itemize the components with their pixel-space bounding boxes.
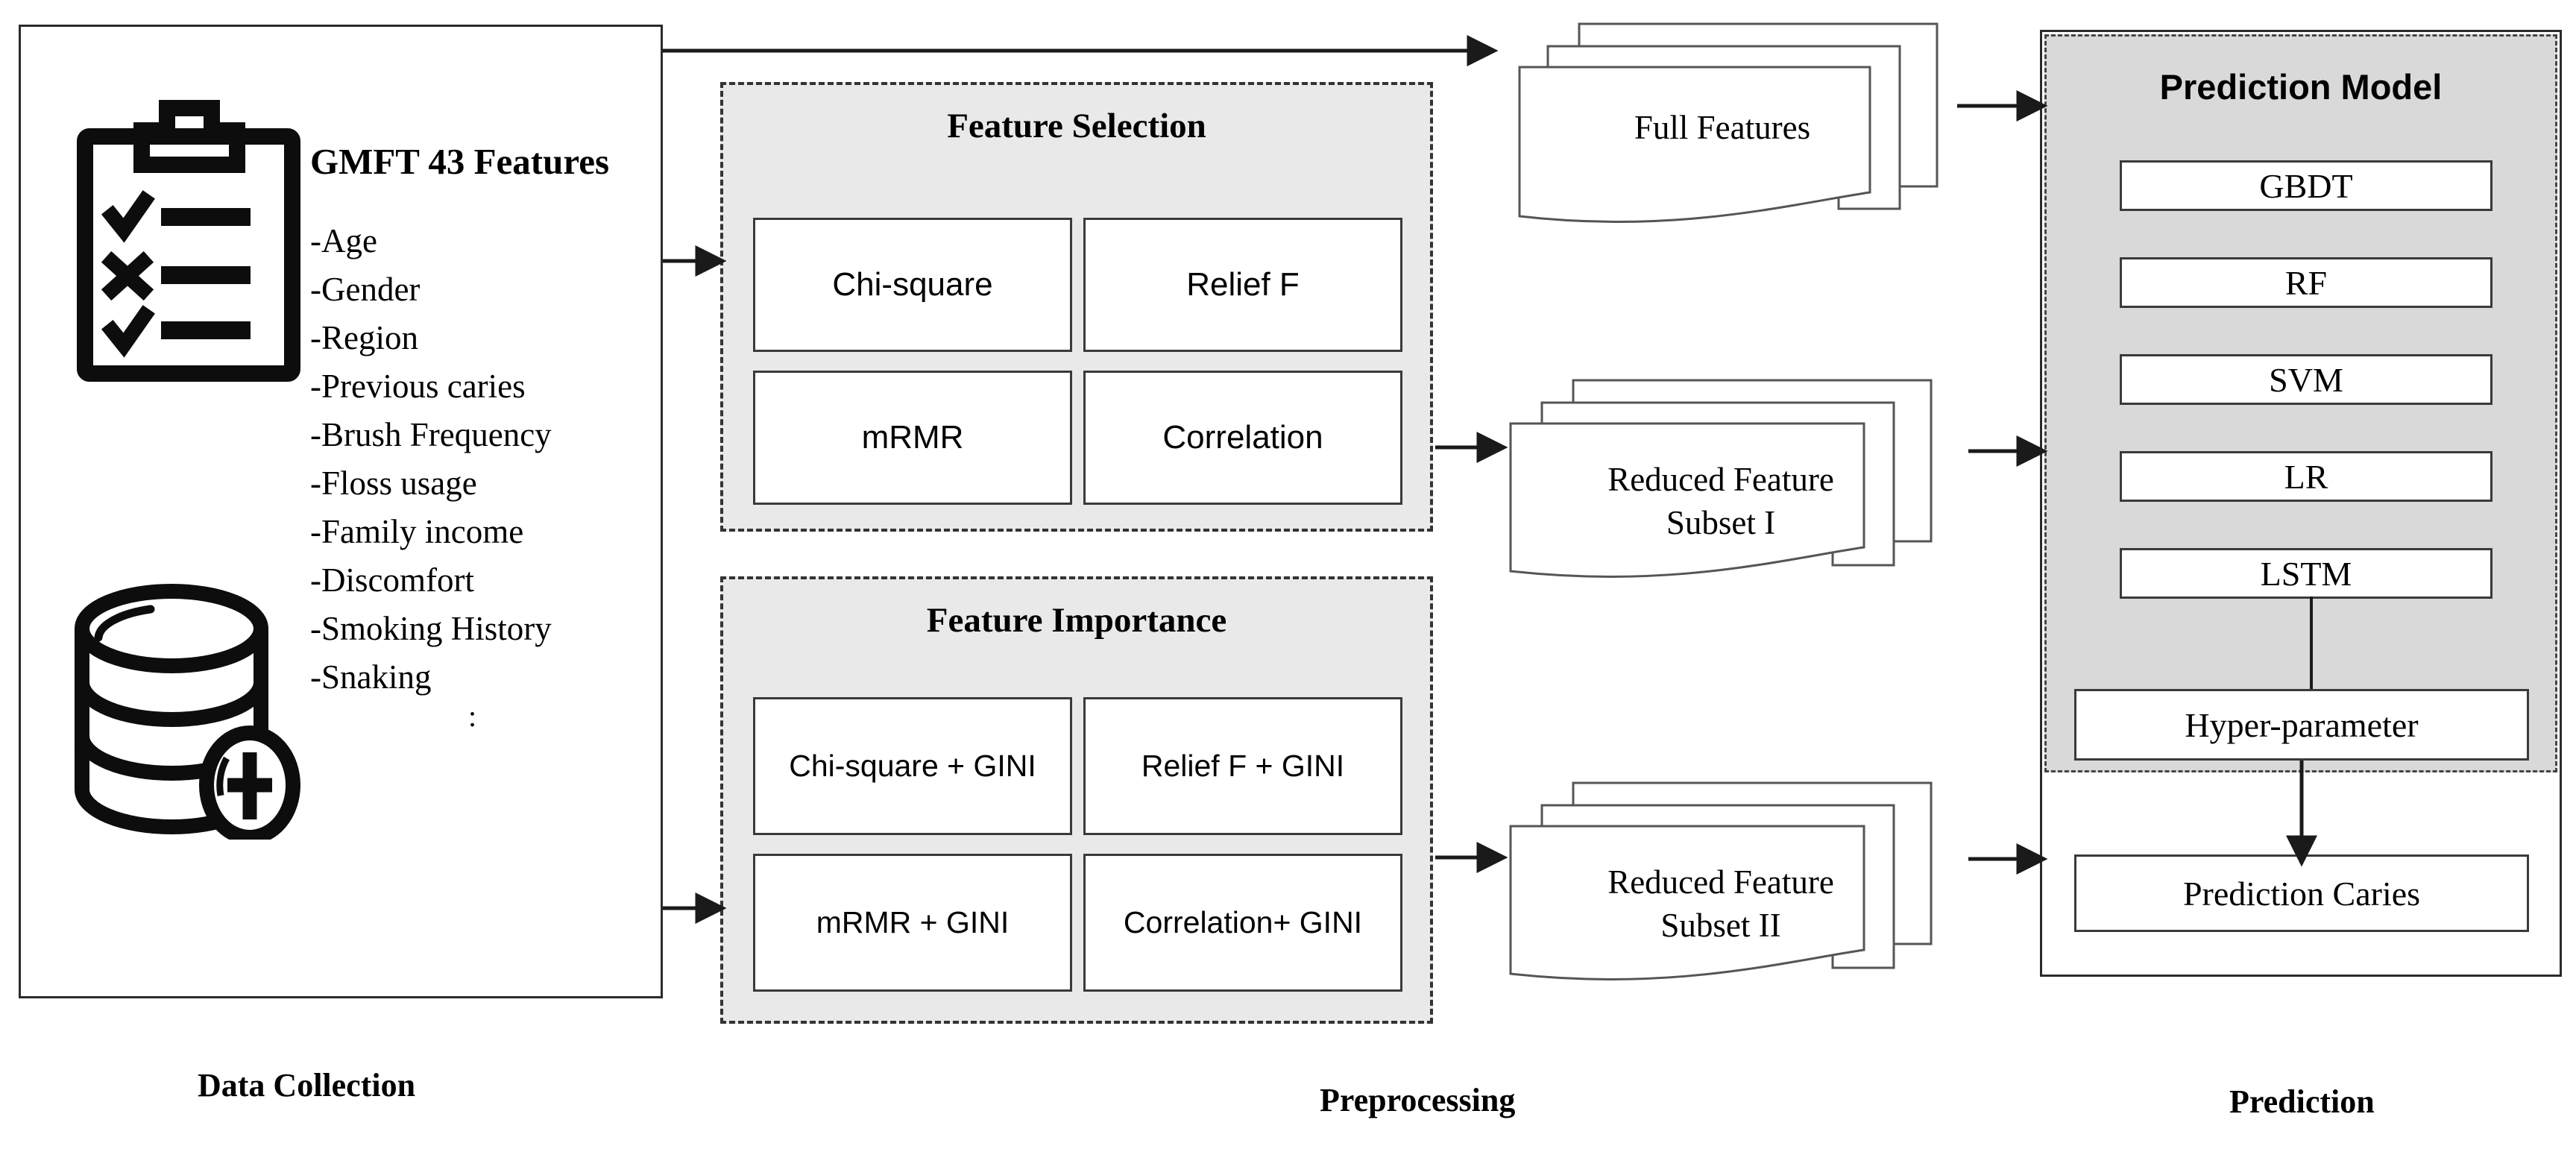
stage-label-preprocessing: Preprocessing	[1320, 1082, 1516, 1118]
clipboard-checklist-icon	[73, 98, 304, 385]
dataset-label-line-2: Subset II	[1660, 907, 1781, 944]
feature-item: -Gender	[310, 271, 421, 308]
dataset-label-line-1: Reduced Feature	[1607, 461, 1834, 498]
prediction-model-panel: Prediction Model GBDT RF SVM LR LSTM	[2044, 34, 2557, 772]
feature-selection-method-mrmr[interactable]: mRMR	[753, 371, 1072, 505]
dataset-stack-reduced-subset-2: Reduced Feature Subset II	[1482, 769, 1959, 993]
dataset-stack-reduced-subset-1: Reduced Feature Subset I	[1482, 359, 1959, 583]
feature-selection-method-chi-square[interactable]: Chi-square	[753, 218, 1072, 352]
feature-selection-method-relief-f[interactable]: Relief F	[1083, 218, 1402, 352]
model-box-lstm[interactable]: LSTM	[2120, 548, 2492, 599]
feature-importance-method-chi-square-gini[interactable]: Chi-square + GINI	[753, 697, 1072, 835]
model-box-rf[interactable]: RF	[2120, 257, 2492, 308]
features-list: -Age -Gender -Region -Previous caries -B…	[310, 217, 668, 702]
model-box-lr[interactable]: LR	[2120, 451, 2492, 502]
feature-importance-method-relief-f-gini[interactable]: Relief F + GINI	[1083, 697, 1402, 835]
feature-item: -Family income	[310, 513, 524, 550]
feature-item: -Smoking History	[310, 610, 552, 647]
prediction-caries-box[interactable]: Prediction Caries	[2074, 854, 2529, 932]
features-ellipsis: :	[468, 699, 477, 733]
dataset-label-line-2: Subset I	[1666, 504, 1776, 541]
feature-item: -Previous caries	[310, 368, 526, 405]
features-title: GMFT 43 Features	[310, 141, 610, 182]
stage-label-prediction: Prediction	[2229, 1083, 2375, 1120]
database-add-icon	[67, 582, 313, 845]
feature-item: -Brush Frequency	[310, 416, 552, 453]
feature-selection-method-correlation[interactable]: Correlation	[1083, 371, 1402, 505]
feature-item: -Floss usage	[310, 465, 477, 502]
feature-importance-panel: Feature Importance Chi-square + GINI Rel…	[720, 576, 1433, 1024]
feature-item: -Region	[310, 319, 418, 356]
feature-item: -Discomfort	[310, 561, 474, 599]
feature-importance-title: Feature Importance	[926, 601, 1227, 640]
data-collection-panel: GMFT 43 Features -Age -Gender -Region -P…	[19, 25, 663, 998]
feature-selection-title: Feature Selection	[947, 107, 1206, 145]
hyper-parameter-box[interactable]: Hyper-parameter	[2074, 689, 2529, 761]
stage-label-data-collection: Data Collection	[198, 1067, 416, 1104]
feature-importance-method-correlation-gini[interactable]: Correlation+ GINI	[1083, 854, 1402, 992]
dataset-stack-full-features: Full Features	[1491, 16, 1953, 225]
feature-importance-method-mrmr-gini[interactable]: mRMR + GINI	[753, 854, 1072, 992]
dataset-stack-label: Reduced Feature Subset II	[1482, 860, 1959, 947]
feature-item: -Snaking	[310, 658, 432, 696]
prediction-model-title: Prediction Model	[2159, 67, 2443, 107]
feature-selection-panel: Feature Selection Chi-square Relief F mR…	[720, 82, 1433, 532]
dataset-stack-label: Reduced Feature Subset I	[1482, 458, 1959, 544]
model-box-gbdt[interactable]: GBDT	[2120, 160, 2492, 211]
model-box-svm[interactable]: SVM	[2120, 354, 2492, 405]
dataset-label-line-1: Reduced Feature	[1607, 863, 1834, 901]
feature-item: -Age	[310, 222, 377, 259]
dataset-stack-label: Full Features	[1634, 109, 1811, 146]
